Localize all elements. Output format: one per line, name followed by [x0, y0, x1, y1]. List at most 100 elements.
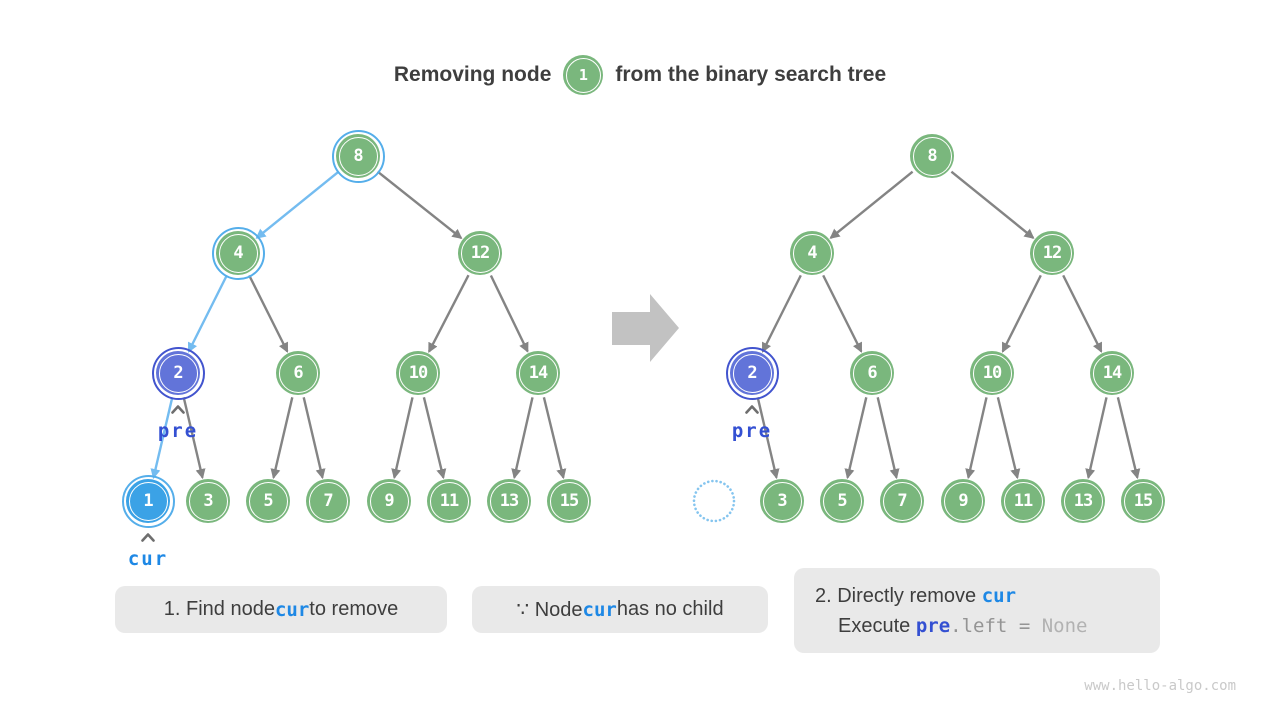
edge-before-14-13	[511, 397, 534, 480]
step-2-box: 2. Directly remove cur Execute pre.left …	[794, 568, 1160, 653]
title-node-circle: 1	[563, 55, 604, 95]
node-value: 11	[1013, 491, 1034, 511]
code-left: left	[961, 614, 1008, 637]
node-value: 11	[439, 491, 460, 511]
edge-before-6-7	[302, 397, 326, 480]
node-value: 7	[323, 491, 333, 511]
pre-pointer-label: pre	[157, 420, 199, 442]
node-value: 8	[927, 146, 937, 166]
edge-before-12-10	[427, 274, 470, 354]
tree-node-before-10: 10	[396, 351, 440, 395]
edge-after-4-2	[761, 274, 802, 353]
watermark: www.hello-algo.com	[1084, 678, 1236, 694]
pointer-caret-icon	[171, 405, 185, 414]
step-1-text-2: to remove	[309, 598, 399, 620]
node-value: 12	[470, 243, 491, 263]
tree-node-before-5: 5	[246, 479, 290, 523]
node-value: 10	[982, 363, 1003, 383]
edge-after-6-5	[844, 397, 868, 480]
edge-before-8-4	[255, 170, 340, 239]
edge-before-4-6	[248, 274, 289, 353]
tree-node-before-3: 3	[186, 479, 230, 523]
tree-node-before-4: 4	[211, 226, 265, 280]
tree-node-after-6: 6	[850, 351, 894, 395]
tree-node-after-12: 12	[1030, 231, 1074, 275]
tree-node-after-2: 2	[725, 346, 779, 400]
node-value: 6	[867, 363, 877, 383]
code-none: None	[1041, 614, 1088, 637]
tree-node-before-12: 12	[458, 231, 502, 275]
cur-keyword: cur	[981, 584, 1017, 607]
tree-node-after-8: 8	[910, 134, 954, 178]
removed-node-placeholder	[690, 477, 738, 525]
node-value: 3	[777, 491, 787, 511]
step-2-line-2: Execute pre.left = None	[794, 611, 1087, 641]
dotted-circle-icon	[692, 479, 736, 523]
tree-node-before-15: 15	[547, 479, 591, 523]
edge-after-8-12	[950, 170, 1035, 239]
node-value: 5	[263, 491, 273, 511]
node-value: 4	[807, 243, 817, 263]
node-value: 2	[173, 363, 183, 383]
node-value: 8	[353, 146, 363, 166]
node-value: 15	[1133, 491, 1154, 511]
edge-after-14-13	[1085, 397, 1108, 480]
step-2-line-1: 2. Directly remove cur	[794, 581, 1016, 611]
node-value: 13	[1073, 491, 1094, 511]
edge-after-14-15	[1116, 397, 1141, 480]
code-equals: =	[1007, 614, 1042, 637]
edge-before-10-11	[422, 397, 447, 480]
tree-node-before-11: 11	[427, 479, 471, 523]
tree-node-before-1: 1	[121, 474, 175, 528]
node-value: 12	[1042, 243, 1063, 263]
tree-node-before-6: 6	[276, 351, 320, 395]
cur-pointer-label: cur	[127, 548, 169, 570]
step-1-box: 1. Find node cur to remove	[115, 586, 447, 633]
transform-arrow-icon	[612, 294, 679, 362]
tree-node-before-14: 14	[516, 351, 560, 395]
edge-after-6-7	[876, 397, 900, 480]
tree-node-after-15: 15	[1121, 479, 1165, 523]
node-value: 3	[203, 491, 213, 511]
node-value: 9	[384, 491, 394, 511]
edge-before-14-15	[542, 397, 567, 480]
tree-node-after-7: 7	[880, 479, 924, 523]
edge-before-10-9	[391, 397, 414, 480]
tree-node-after-5: 5	[820, 479, 864, 523]
tree-node-after-3: 3	[760, 479, 804, 523]
edge-after-12-10	[1001, 274, 1042, 353]
step-2-text: 2. Directly remove	[815, 584, 982, 607]
tree-node-after-11: 11	[1001, 479, 1045, 523]
tree-node-before-2: 2	[151, 346, 205, 400]
title-suffix: from the binary search tree	[615, 63, 887, 86]
node-value: 1	[143, 491, 153, 511]
node-value: 9	[958, 491, 968, 511]
cur-keyword: cur	[582, 598, 617, 621]
title-prefix: Removing node	[393, 63, 552, 86]
cur-keyword: cur	[274, 598, 310, 621]
page-title: Removing node 1 from the binary search t…	[0, 50, 1280, 100]
node-value: 4	[233, 243, 243, 263]
edge-before-12-14	[489, 274, 529, 353]
node-value: 6	[293, 363, 303, 383]
edge-after-4-6	[822, 274, 863, 353]
edge-before-2-3	[182, 397, 206, 480]
edge-before-2-1	[150, 397, 174, 480]
pointer-caret-icon	[141, 533, 155, 542]
tree-node-after-4: 4	[790, 231, 834, 275]
pre-pointer-label: pre	[731, 420, 773, 442]
node-value: 15	[559, 491, 580, 511]
node-value: 14	[1102, 363, 1123, 383]
edge-before-8-12	[376, 170, 463, 240]
tree-node-after-9: 9	[941, 479, 985, 523]
edge-after-8-4	[829, 170, 914, 239]
pointer-caret-icon	[745, 405, 759, 414]
execute-text: Execute	[838, 614, 916, 637]
edge-after-2-3	[756, 397, 780, 480]
edge-before-4-2	[187, 274, 228, 353]
reason-text-2: has no child	[616, 598, 724, 620]
node-value: 13	[499, 491, 520, 511]
tree-node-before-13: 13	[487, 479, 531, 523]
node-value: 5	[837, 491, 847, 511]
